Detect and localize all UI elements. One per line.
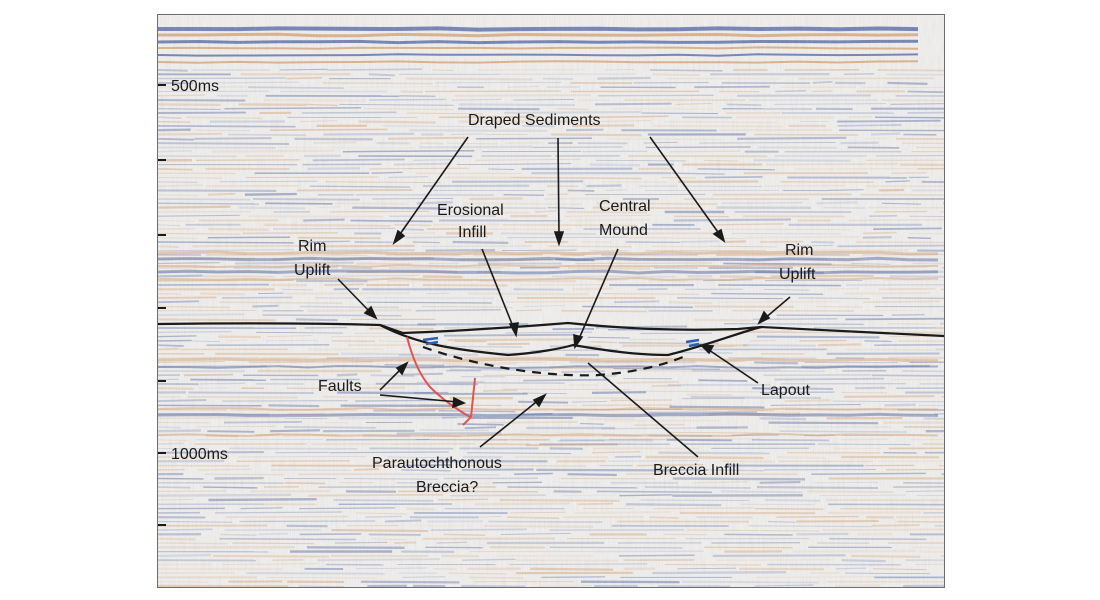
arrow-head xyxy=(363,305,378,320)
label-central-line1: Central xyxy=(599,198,651,215)
crater-floor-horizon xyxy=(379,324,762,357)
arrow-draped-center xyxy=(557,137,560,238)
arrow-head xyxy=(757,310,771,325)
arrow-rim-uplift-left xyxy=(337,278,372,314)
top-horizon xyxy=(158,321,944,338)
annotation-labels: Draped Sediments Erosional Infill Centra… xyxy=(294,112,816,496)
arrow-lapout xyxy=(705,347,759,384)
lapout-marker-right xyxy=(685,338,700,348)
interpreted-horizons xyxy=(158,321,944,377)
label-lapout: Lapout xyxy=(761,382,810,399)
label-erosional-line2: Infill xyxy=(458,224,486,241)
arrow-head xyxy=(392,229,406,246)
arrow-head xyxy=(712,228,726,243)
seismic-noise-overlay xyxy=(158,15,944,587)
label-erosional-line1: Erosional xyxy=(437,202,504,219)
lapout-marker-left xyxy=(422,336,439,346)
arrow-head xyxy=(395,361,409,376)
arrow-head xyxy=(508,322,519,338)
faults xyxy=(406,336,476,426)
label-draped-sediments: Draped Sediments xyxy=(468,112,601,129)
arrow-head xyxy=(573,333,584,350)
lapout-markers xyxy=(422,336,700,348)
label-rim-right-line1: Rim xyxy=(785,242,813,259)
label-rim-left-line1: Rim xyxy=(298,238,326,255)
arrow-central-mound xyxy=(577,248,619,342)
arrow-head xyxy=(553,231,565,247)
arrow-head xyxy=(698,344,715,355)
breccia-base-dashed xyxy=(422,345,684,377)
label-1000ms: 1000ms xyxy=(171,446,228,463)
label-breccia-infill: Breccia Infill xyxy=(653,462,739,479)
arrow-draped-right xyxy=(649,136,721,236)
label-rim-right-line2: Uplift xyxy=(779,266,816,283)
label-faults: Faults xyxy=(318,378,362,395)
arrow-head xyxy=(452,396,467,409)
annotation-arrows xyxy=(337,136,791,458)
arrow-head xyxy=(532,393,547,408)
label-rim-left-line2: Uplift xyxy=(294,262,331,279)
seismic-section-frame: 500ms 1000ms xyxy=(157,14,945,588)
arrow-erosional-infill xyxy=(481,248,515,330)
arrow-draped-left xyxy=(397,136,469,238)
seismic-section-figure: 500ms 1000ms xyxy=(158,15,944,587)
label-parautochthonous-line2: Breccia? xyxy=(416,479,478,496)
label-central-line2: Mound xyxy=(599,222,648,239)
arrow-breccia-infill xyxy=(587,362,699,458)
label-500ms: 500ms xyxy=(171,78,219,95)
label-parautochthonous-line1: Parautochthonous xyxy=(372,455,502,472)
fault-left xyxy=(406,336,471,418)
fault-right xyxy=(462,377,476,426)
arrow-rim-uplift-right xyxy=(763,296,791,320)
arrow-faults-lower xyxy=(379,394,459,403)
arrow-parautochthonous xyxy=(479,398,541,448)
time-axis: 500ms 1000ms xyxy=(158,78,228,526)
